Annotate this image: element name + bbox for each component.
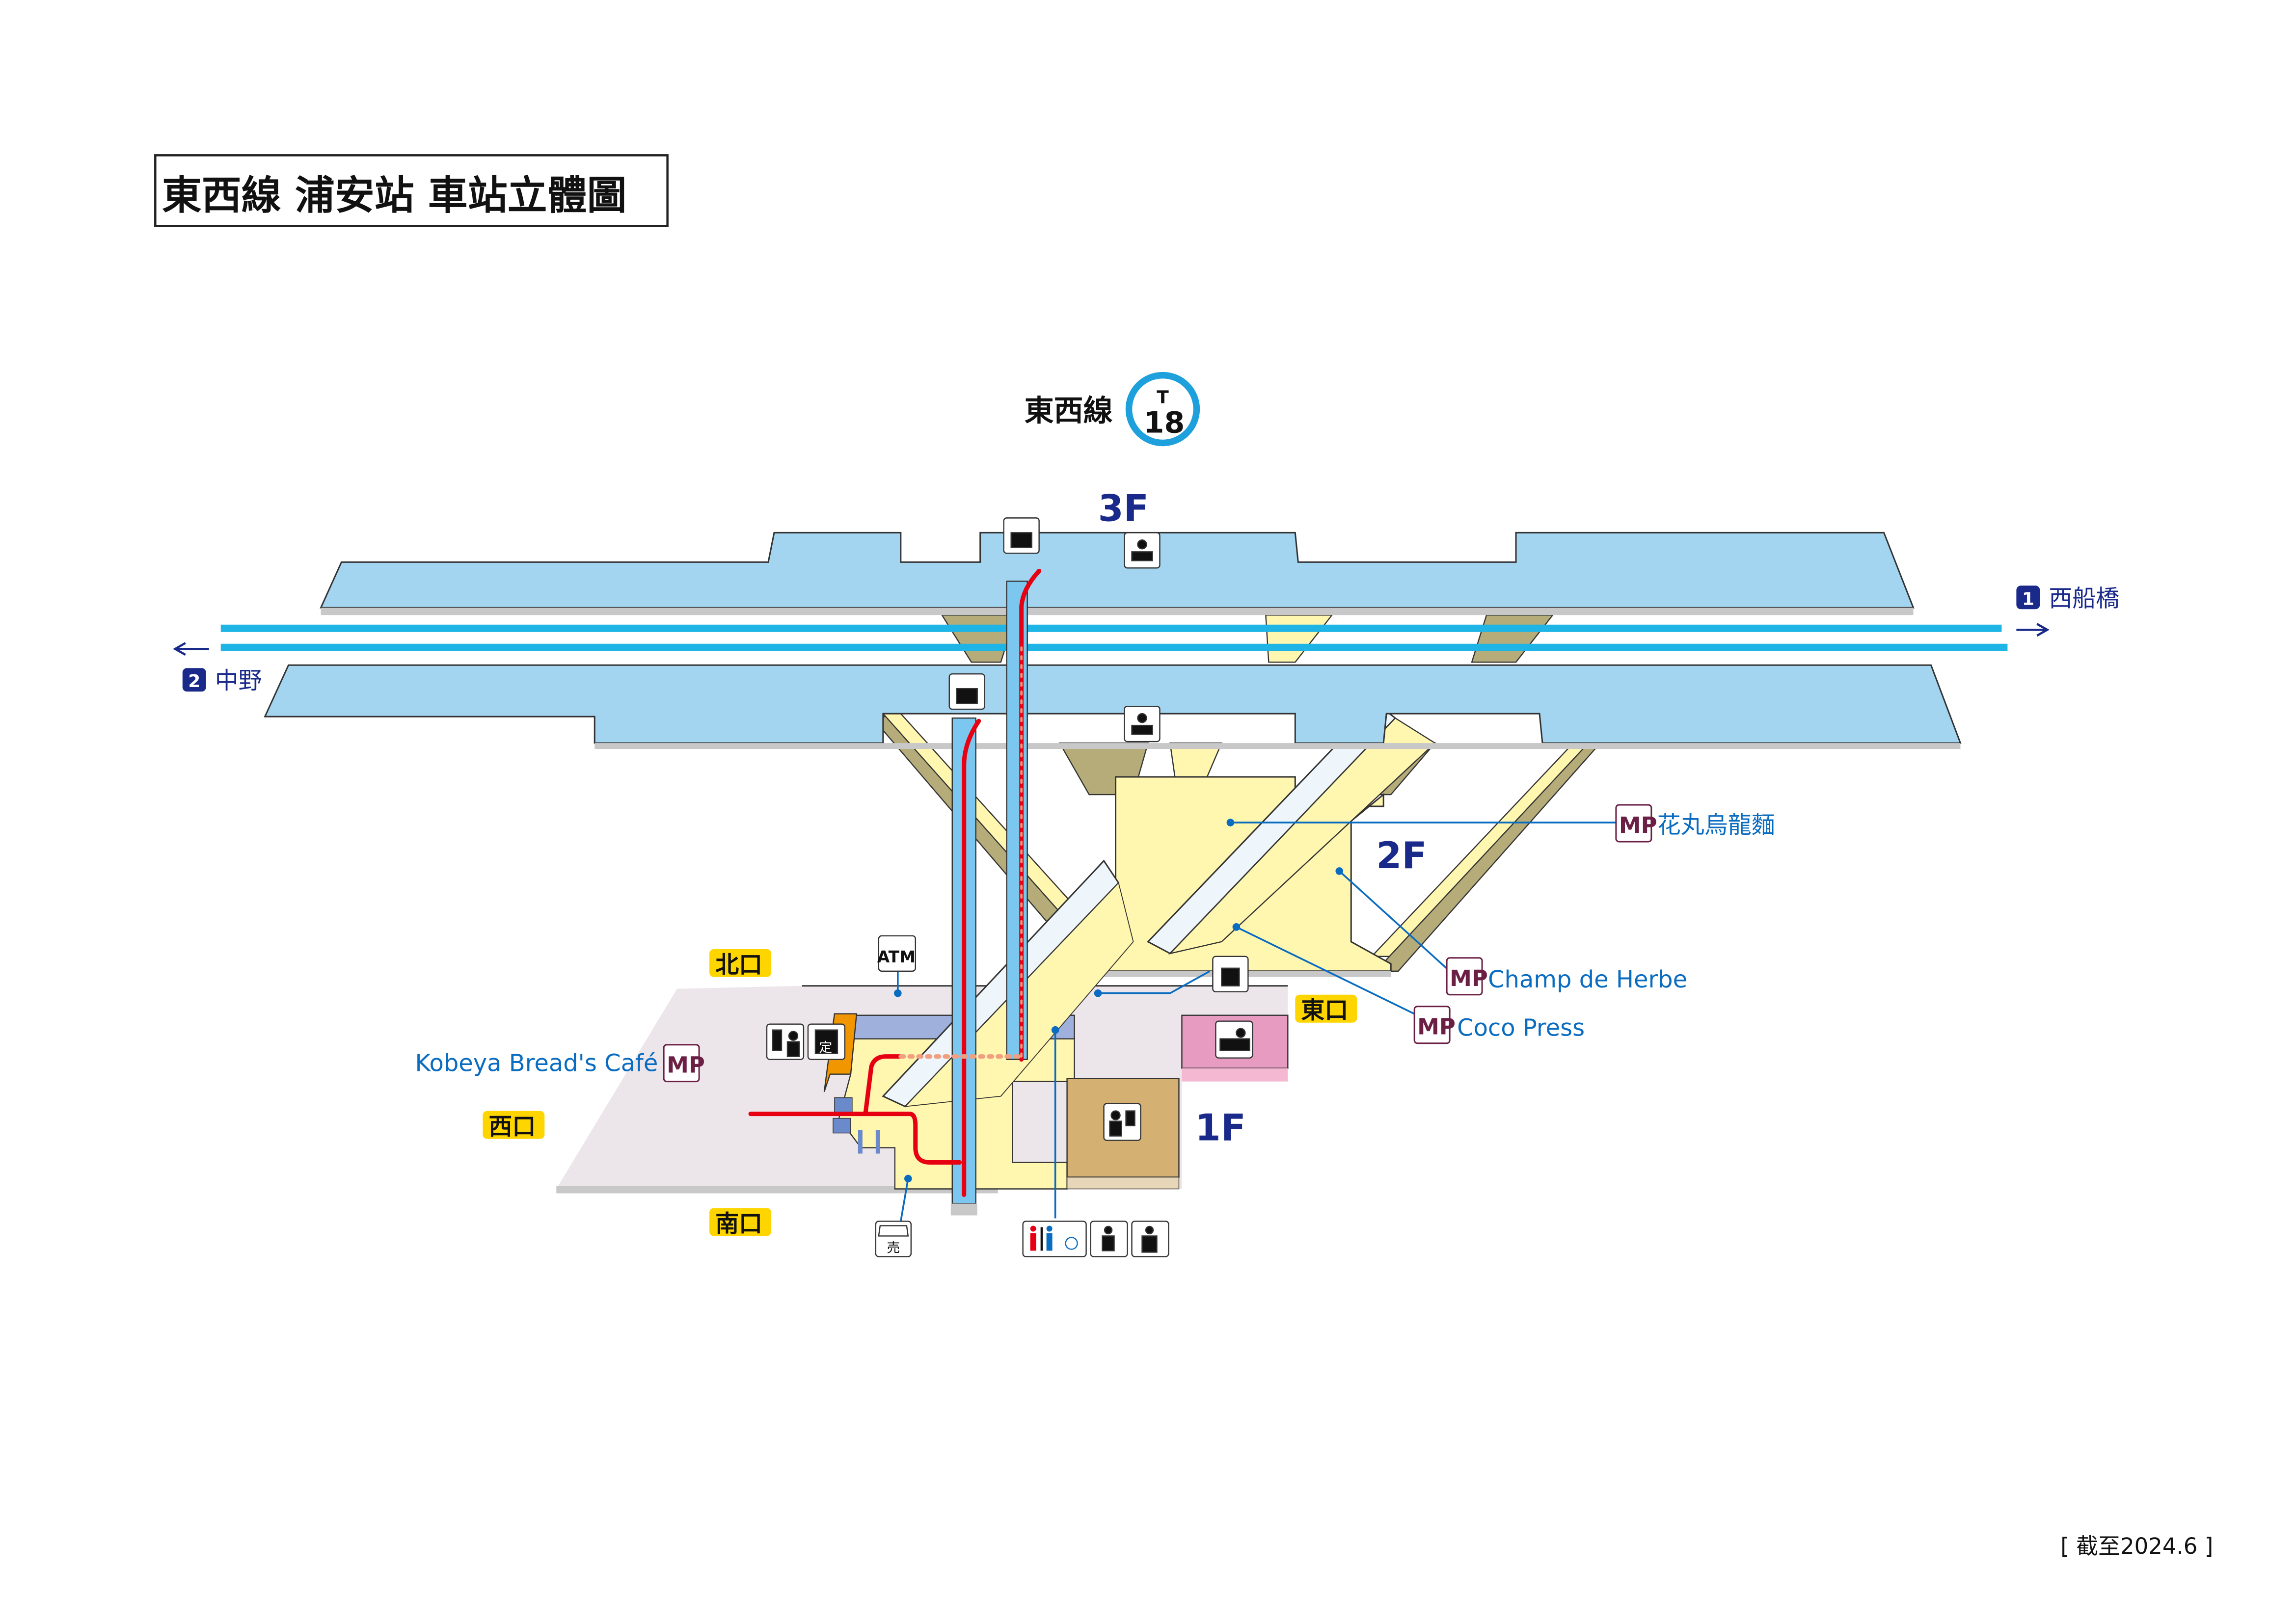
shop-label-champ-de-herbe: MP Champ de Herbe	[1446, 957, 1687, 996]
first-aid-room-icon	[1131, 1221, 1169, 1257]
page-title: 東西線 浦安站 車站立體圖	[162, 173, 627, 219]
exit-north: 北口	[709, 949, 771, 979]
platform-lower-edge	[594, 743, 1961, 749]
ticket-machine	[833, 1117, 851, 1134]
ticket-office-icon	[766, 1023, 805, 1060]
shop-name: Coco Press	[1457, 1014, 1585, 1042]
direction-east: 1 西船橋	[2016, 585, 2119, 637]
station-staff-icon	[1103, 1103, 1141, 1141]
platform-upper	[320, 532, 1915, 609]
shop-label-hanamaru: MP 花丸烏龍麵	[1615, 804, 1775, 843]
floor-edge	[556, 1186, 998, 1194]
as-of-date: [ 截至2024.6 ]	[2060, 1533, 2213, 1559]
atm-icon-text: ATM	[877, 947, 916, 966]
kiosk-shop-icon: 売	[875, 1221, 912, 1257]
mp-badge: MP	[1619, 812, 1657, 838]
passenger-counter-icon	[1215, 1020, 1253, 1059]
station-office-base	[1066, 1176, 1180, 1190]
ticket-machine	[834, 1097, 853, 1113]
shop-label-kobeya: Kobeya Bread's Café MP	[415, 1044, 705, 1083]
elevator-icon	[948, 673, 985, 710]
mp-badge: MP	[1417, 1014, 1456, 1040]
elevator-icon	[1003, 517, 1040, 554]
platform-upper-edge	[321, 608, 1914, 615]
exit-label: 西口	[488, 1113, 536, 1141]
title-box	[154, 154, 669, 227]
leader-lines	[894, 819, 1616, 1222]
shop-label-coco-press: MP Coco Press	[1413, 1006, 1585, 1044]
station-number: 18	[1144, 405, 1185, 440]
arrow-left-icon	[173, 642, 209, 656]
direction-number: 2	[188, 671, 200, 692]
exit-east: 東口	[1295, 994, 1357, 1024]
exit-label: 南口	[715, 1210, 762, 1237]
elevator-route	[748, 568, 1042, 1197]
mp-badge: MP	[1450, 965, 1488, 991]
exit-label: 北口	[715, 951, 762, 979]
direction-west: 2 中野	[173, 642, 262, 694]
elevator-shaft	[1006, 581, 1028, 1060]
mp-badge: MP	[667, 1052, 705, 1078]
waiting-room-icon	[1124, 705, 1161, 743]
exit-west: 西口	[483, 1111, 545, 1141]
line-letter: T	[1157, 388, 1169, 408]
shop-name: Kobeya Bread's Café	[415, 1050, 658, 1077]
coin-locker-icon	[1212, 956, 1249, 992]
shop-icon-text: 売	[887, 1240, 900, 1255]
direction-number: 1	[2022, 589, 2034, 609]
floor-label-3f: 3F	[1098, 486, 1149, 530]
shop-name: 花丸烏龍麵	[1657, 811, 1775, 839]
platform-lower	[264, 664, 1962, 744]
commuter-pass-text: 定	[819, 1040, 832, 1056]
gate	[858, 1130, 863, 1154]
baby-changing-icon	[1090, 1221, 1128, 1257]
arrow-right-icon	[2016, 623, 2050, 637]
shop-coco-press-base	[1182, 1068, 1288, 1082]
commuter-pass-machine-icon: 定	[807, 1023, 846, 1060]
floor-label-2f: 2F	[1376, 834, 1427, 877]
elevator-base	[950, 1203, 977, 1216]
gate	[875, 1130, 880, 1154]
line-name: 東西線	[1025, 394, 1113, 428]
direction-destination: 西船橋	[2049, 585, 2119, 612]
shop-name: Champ de Herbe	[1488, 966, 1687, 993]
direction-destination: 中野	[215, 667, 262, 694]
atm-icon: ATM	[877, 935, 917, 972]
waiting-room-icon	[1124, 532, 1161, 569]
station-number-circle	[1125, 372, 1200, 447]
station-badge: 東西線 T 18	[1025, 372, 1200, 447]
restroom-icon	[1022, 1221, 1087, 1257]
floor-label-1f: 1F	[1195, 1106, 1245, 1149]
exit-south: 南口	[709, 1208, 771, 1237]
exit-label: 東口	[1301, 997, 1348, 1024]
